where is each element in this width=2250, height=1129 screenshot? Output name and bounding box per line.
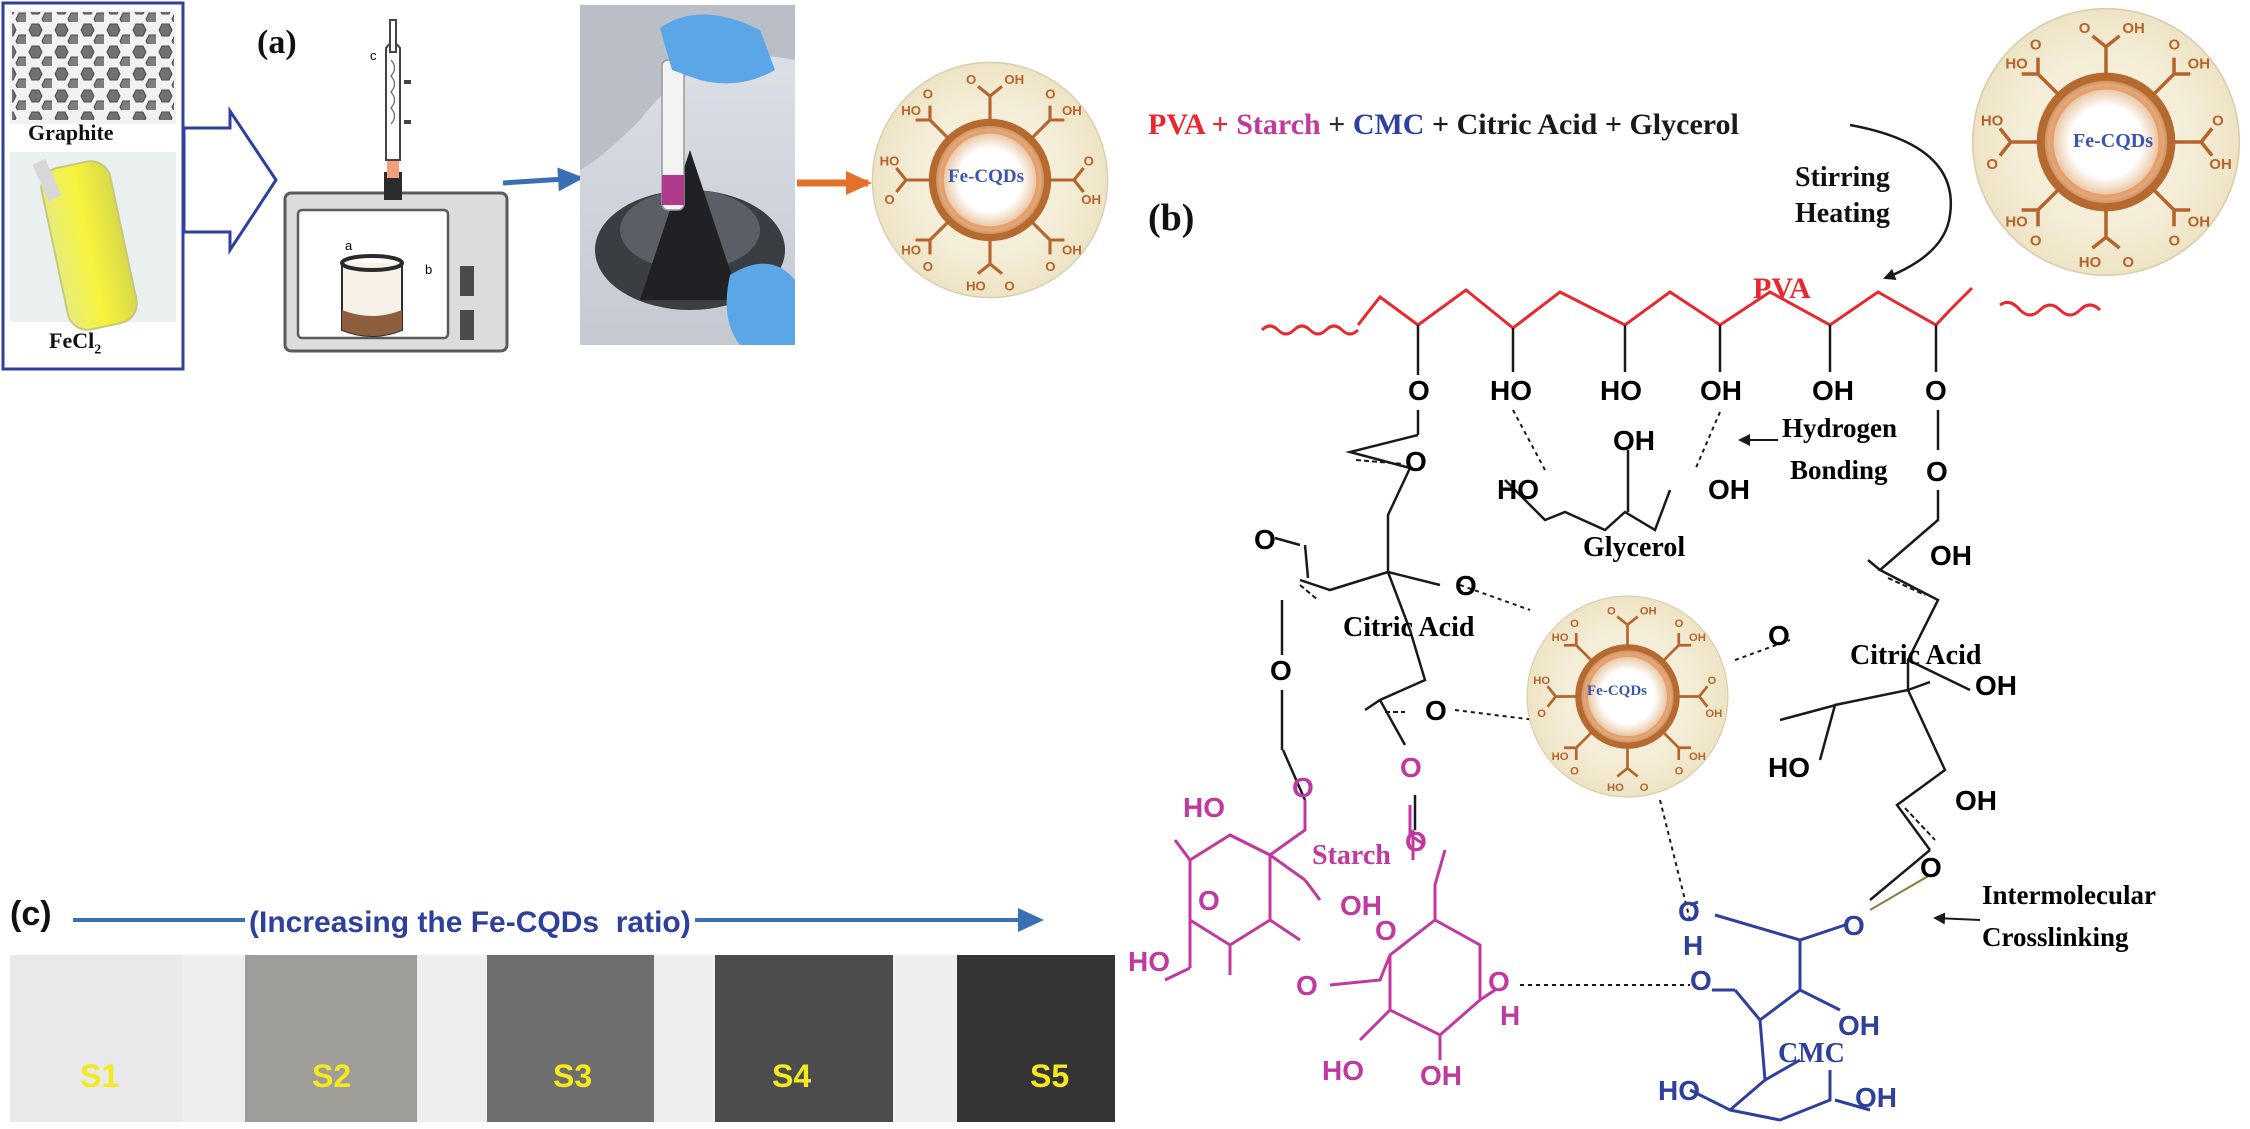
- ca1-o-a: O: [1405, 446, 1427, 477]
- cmc-o-3: O: [1690, 965, 1712, 996]
- film-s3: [487, 955, 654, 1122]
- starch-oh-1: OH: [1340, 890, 1382, 921]
- qd-label-mid: Fe-CQDs: [1587, 683, 1647, 699]
- pva-label: PVA: [1753, 272, 1811, 305]
- starch-label: Starch: [1312, 840, 1391, 871]
- crosslink-label-2: Crosslinking: [1982, 922, 2129, 952]
- reactor-letter-c: c: [370, 48, 377, 63]
- starch-o-2: O: [1400, 752, 1422, 783]
- stirring-arrow: [1849, 123, 1953, 281]
- ca1-o-e: O: [1425, 695, 1447, 726]
- cmc-o-2: O: [1843, 910, 1865, 941]
- starch-o-link: O: [1296, 970, 1318, 1001]
- reactant-part-3: +: [1320, 108, 1353, 141]
- glycerol-oh: OH: [1708, 474, 1750, 505]
- reactant-part-2: Starch: [1236, 108, 1321, 141]
- hbond-label-2: Bonding: [1790, 455, 1888, 485]
- hollow-arrow-icon: [182, 106, 278, 256]
- citric-acid-label-2: Citric Acid: [1850, 640, 1982, 671]
- panel-b-label: (b): [1148, 197, 1195, 239]
- ca2-o-bottom: O: [1920, 852, 1942, 883]
- atom-ho-1: HO: [1490, 375, 1532, 406]
- glycerol-oh-top: OH: [1613, 425, 1655, 456]
- reactant-part-1: +: [1204, 108, 1237, 141]
- atom-o-2: O: [1925, 375, 1947, 406]
- graphite-label: Graphite: [28, 120, 114, 145]
- cmc-label: CMC: [1778, 1038, 1845, 1069]
- starch-o-ring-2: O: [1375, 915, 1397, 946]
- reactor-letter-b: b: [425, 262, 433, 277]
- crosslink-label-1: Intermolecular: [1982, 880, 2156, 910]
- starch-o-ring-1: O: [1198, 885, 1220, 916]
- ca2-ho: HO: [1768, 752, 1810, 783]
- reactant-part-4: CMC: [1352, 108, 1425, 141]
- panel-c: [10, 908, 1115, 1122]
- graphite-image: [10, 10, 176, 124]
- atom-oh-2: OH: [1812, 375, 1854, 406]
- ca2-oh-2: OH: [1975, 670, 2017, 701]
- ca2-o-top: O: [1926, 456, 1948, 487]
- panel-b-structure: [1164, 9, 2239, 1122]
- fecl2-sub: 2: [94, 342, 102, 358]
- sample-label-s5: S5: [1030, 1058, 1070, 1094]
- atom-o-1: O: [1408, 375, 1430, 406]
- reactants-line: PVA + Starch + CMC + Citric Acid + Glyce…: [1148, 108, 1739, 142]
- fecl2-vial-image: [10, 152, 176, 331]
- starch-oh-2: O: [1488, 966, 1510, 997]
- starch-ho-2: HO: [1128, 946, 1170, 977]
- process-heating: Heating: [1795, 198, 1890, 229]
- pva-backbone: [1260, 286, 2102, 336]
- cmc-oh-2: OH: [1855, 1082, 1897, 1113]
- starch-oh-3: OH: [1420, 1060, 1462, 1091]
- cmc-ho: HO: [1658, 1075, 1700, 1106]
- cmc-oh-1: OH: [1838, 1010, 1880, 1041]
- ca1-o-b: O: [1254, 524, 1276, 555]
- atom-ho-2: HO: [1600, 375, 1642, 406]
- film-s1: [10, 955, 182, 1122]
- sample-label-s1: S1: [80, 1058, 120, 1094]
- process-stirring: Stirring: [1795, 162, 1890, 193]
- panel-c-label: (c): [10, 895, 52, 933]
- reactant-part-5: + Citric Acid + Glycerol: [1424, 108, 1739, 141]
- citric-acid-label-1: Citric Acid: [1343, 612, 1475, 643]
- glycerol-ho: HO: [1497, 474, 1539, 505]
- qd-label-large: Fe-CQDs: [2073, 130, 2153, 152]
- microwave-reactor-icon: [283, 19, 509, 353]
- glycerol-label: Glycerol: [1583, 532, 1686, 563]
- cmc-o-1: O: [1678, 896, 1700, 927]
- starch-structure: [1164, 800, 1496, 1060]
- fecl2-label: FeCl2: [49, 328, 101, 358]
- atom-oh-1: OH: [1700, 375, 1742, 406]
- reactor-letter-a: a: [345, 238, 353, 253]
- panel-a-label: (a): [257, 24, 297, 61]
- film-s5: [957, 955, 1115, 1122]
- ca2-oh-3: OH: [1955, 785, 1997, 816]
- panel-a: [1, 1, 1108, 371]
- ca2-oh-1: OH: [1930, 540, 1972, 571]
- reactant-part-0: PVA: [1148, 108, 1205, 141]
- starch-h: H: [1500, 1000, 1521, 1031]
- flow-arrow-1: [502, 167, 584, 192]
- ca2-o-2: O: [1768, 620, 1790, 651]
- cmc-structure: [1689, 900, 1871, 1122]
- centrifuge-photo: [580, 5, 795, 345]
- hbond-label-1: Hydrogen: [1782, 413, 1898, 443]
- starch-ho-1: HO: [1183, 792, 1225, 823]
- film-s2: [245, 955, 417, 1122]
- sample-label-s4: S4: [772, 1058, 812, 1094]
- ca1-o-d: O: [1270, 655, 1292, 686]
- starch-o-1: O: [1292, 772, 1314, 803]
- film-s4: [715, 955, 893, 1122]
- qd-label-a: Fe-CQDs: [948, 166, 1024, 187]
- fecl2-main: FeCl: [49, 328, 95, 353]
- starch-o-3: O: [1405, 826, 1427, 857]
- ca1-o-c: O: [1455, 570, 1477, 601]
- starch-ho-3: HO: [1322, 1055, 1364, 1086]
- sample-label-s2: S2: [312, 1058, 352, 1094]
- cmc-h-1: H: [1683, 930, 1704, 961]
- sample-label-s3: S3: [553, 1058, 593, 1094]
- increase-text: (Increasing the Fe-CQDs ratio): [245, 906, 695, 940]
